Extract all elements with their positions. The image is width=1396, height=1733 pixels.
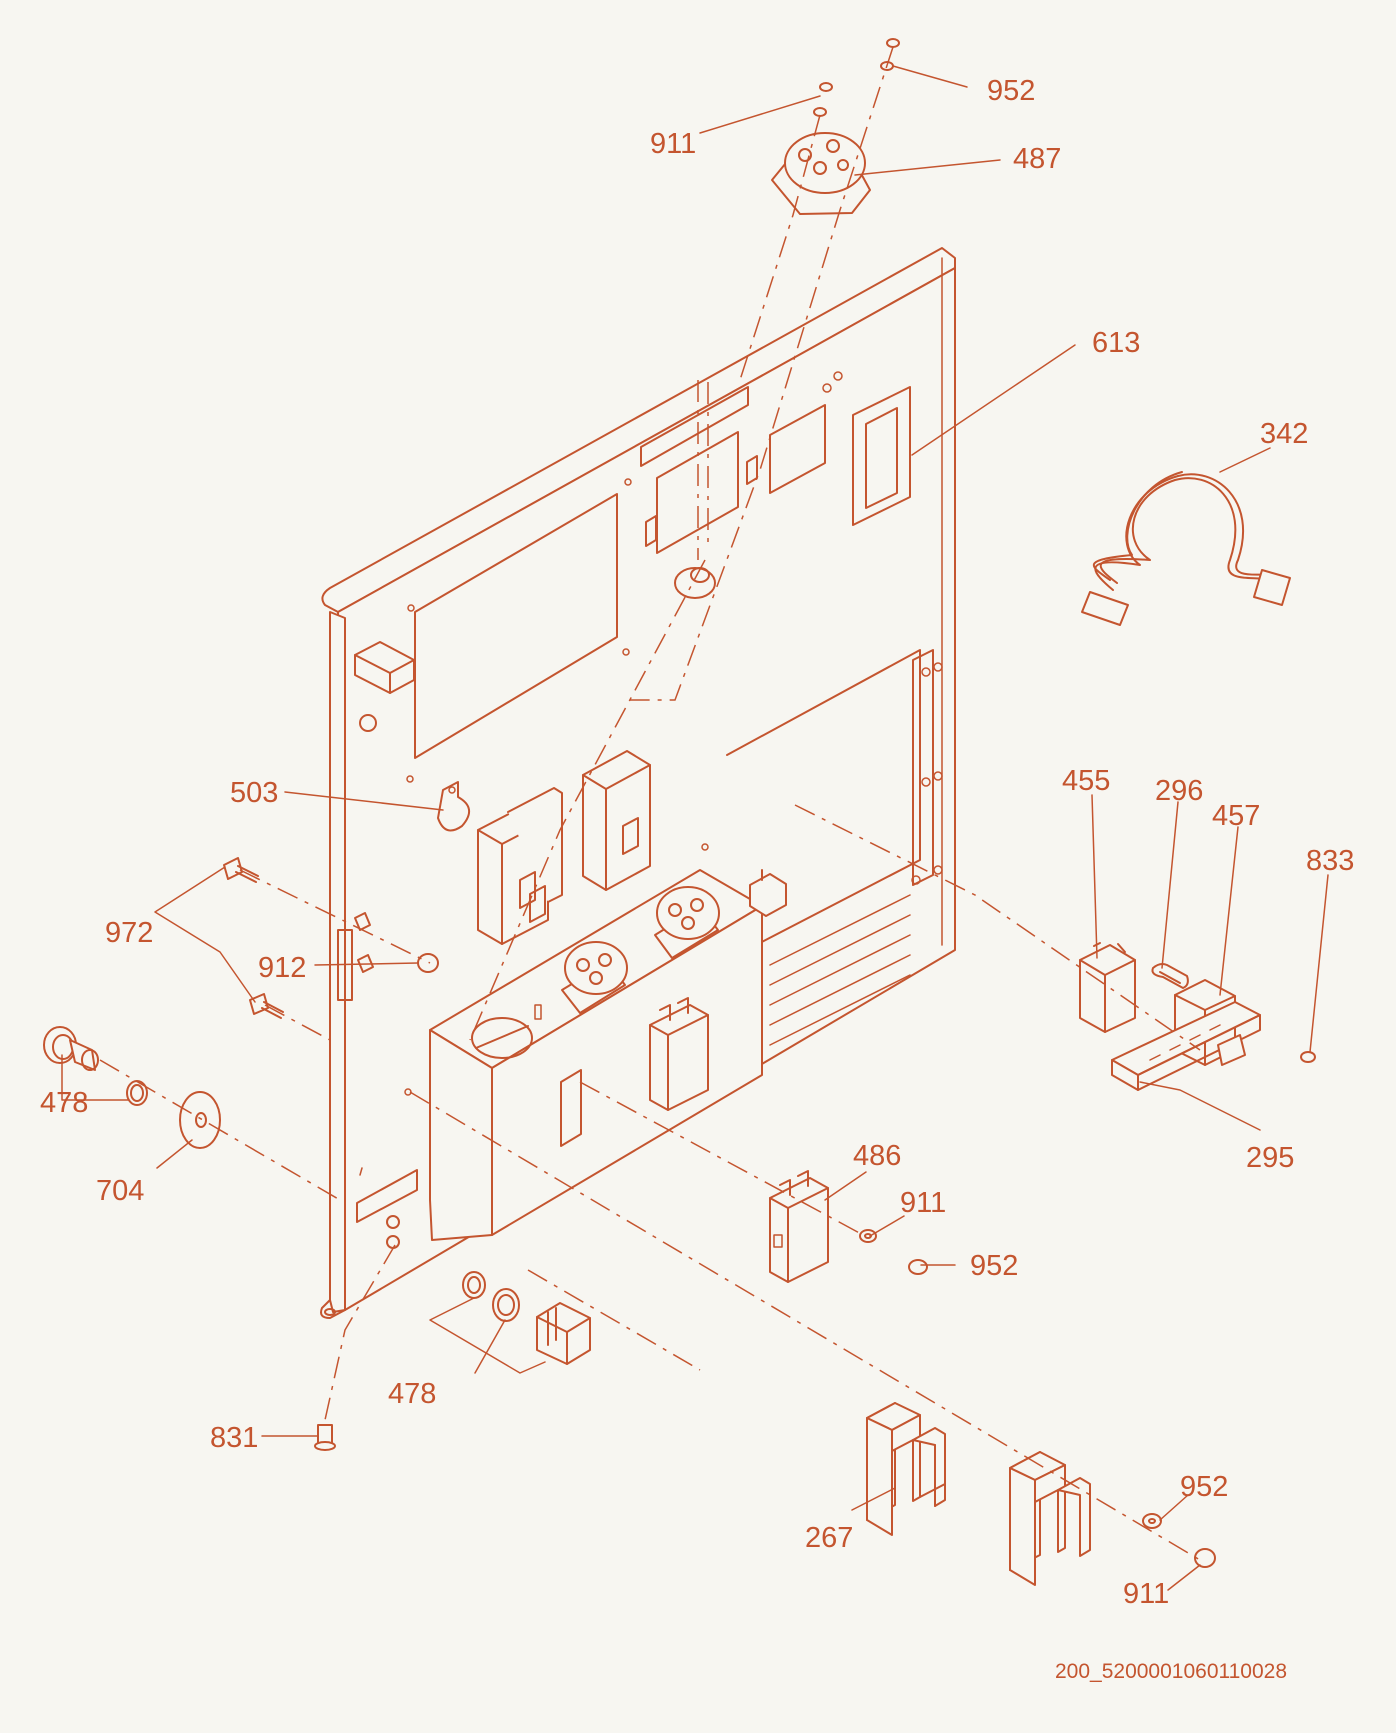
part-487-receptacle: [771, 38, 900, 215]
callout-831: 831: [210, 1422, 258, 1454]
circuit-breakers: [437, 750, 651, 945]
callout-952-bottom: 952: [1180, 1471, 1228, 1503]
callout-912: 912: [258, 952, 306, 984]
callout-704: 704: [96, 1175, 144, 1207]
callout-457: 457: [1212, 800, 1260, 832]
bottom-hardware: [314, 1170, 1216, 1586]
callout-911-mid: 911: [900, 1187, 946, 1219]
callout-613: 613: [1092, 327, 1140, 359]
part-342-harness: [1081, 471, 1291, 626]
callout-911-top: 911: [650, 128, 696, 160]
callout-486: 486: [853, 1140, 901, 1172]
callout-296: 296: [1155, 775, 1203, 807]
panel-features: [337, 371, 943, 1249]
receptacle-enclosure: [429, 869, 787, 1241]
callout-972: 972: [105, 917, 153, 949]
callout-labels: 952 911 487 613 342 503 455 296 457 833 …: [40, 75, 1354, 1683]
document-id: 200_5200001060110028: [1055, 1660, 1287, 1683]
callout-833: 833: [1306, 845, 1354, 877]
callout-267: 267: [805, 1522, 853, 1554]
left-hardware: [43, 857, 439, 1149]
alignment-lines: [99, 46, 1201, 1561]
callout-952-mid: 952: [970, 1250, 1018, 1282]
callout-487: 487: [1013, 143, 1061, 175]
leader-lines: [61, 65, 1329, 1591]
callout-478-bottom: 478: [388, 1378, 436, 1410]
callout-503: 503: [230, 777, 278, 809]
callout-478-left: 478: [40, 1087, 88, 1119]
callout-342: 342: [1260, 418, 1308, 450]
callout-911-bottom: 911: [1123, 1578, 1169, 1610]
din-rail-assembly: [1079, 942, 1316, 1091]
callout-455: 455: [1062, 765, 1110, 797]
callout-952-top: 952: [987, 75, 1035, 107]
callout-295: 295: [1246, 1142, 1294, 1174]
